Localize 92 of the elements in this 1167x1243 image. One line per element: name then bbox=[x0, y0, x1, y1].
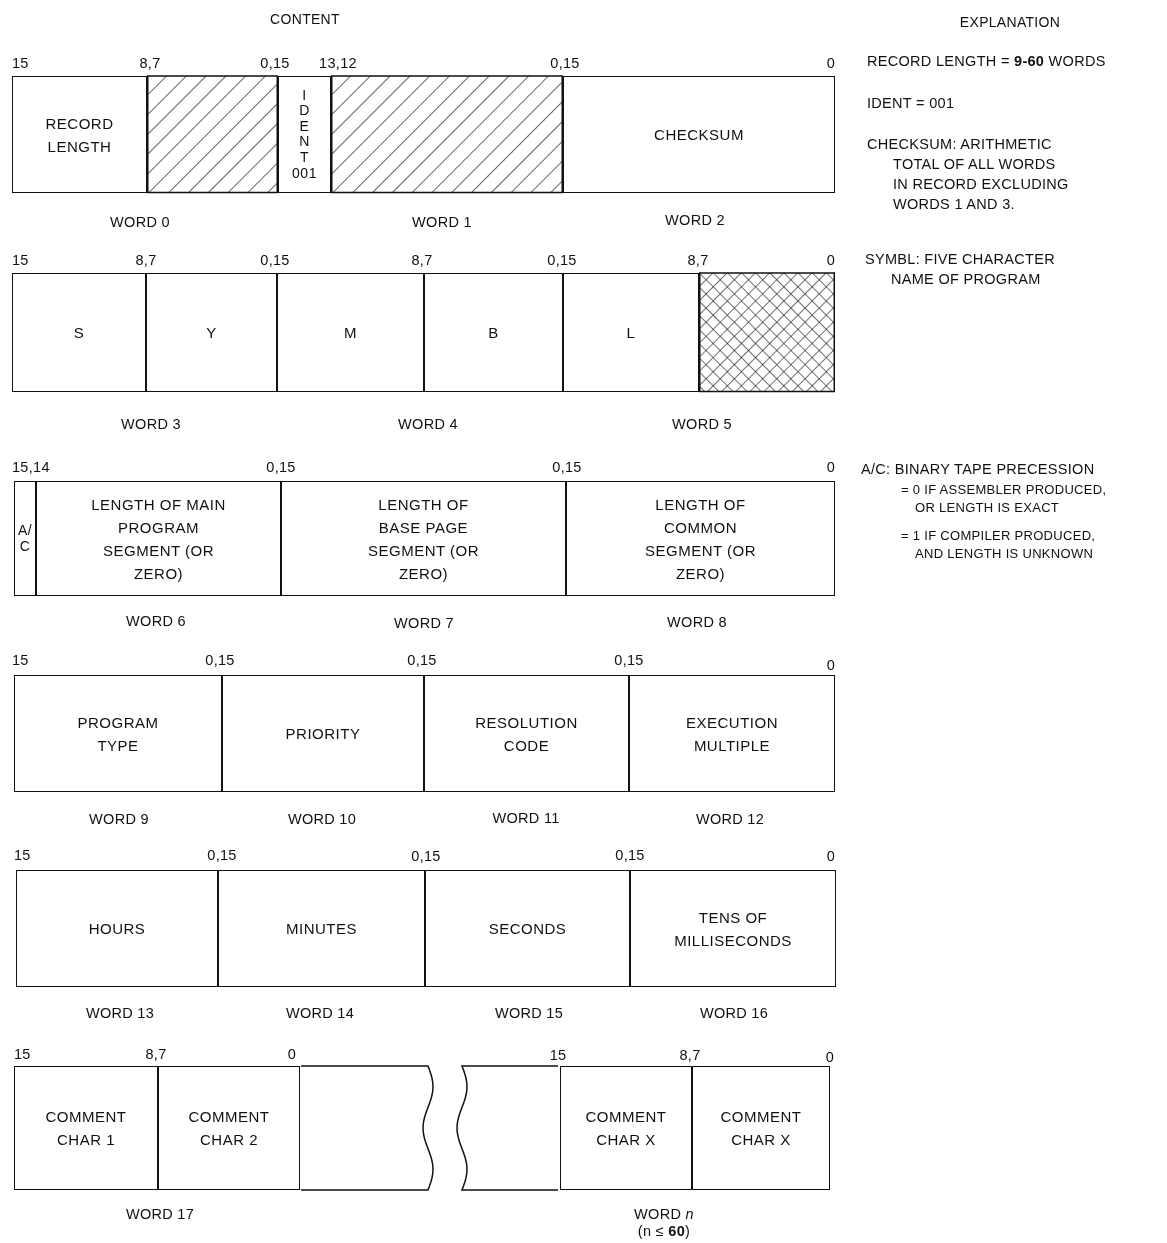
bit-position-label: 0,15 bbox=[407, 651, 437, 670]
explanation-note: SYMBL: FIVE CHARACTER NAME OF PROGRAM bbox=[865, 250, 1056, 289]
field-label: B bbox=[488, 323, 499, 343]
bit-position-label: 0 bbox=[826, 251, 835, 270]
word-number-label: WORD 9 bbox=[89, 810, 149, 829]
field-label: HOURS bbox=[88, 919, 146, 939]
field-label: SECONDS bbox=[488, 919, 567, 939]
word-number-label: WORD 11 bbox=[492, 809, 560, 828]
word-number-label: WORD 14 bbox=[285, 1004, 355, 1023]
explanation-note: RECORD LENGTH = 9-60 WORDS bbox=[867, 52, 1106, 71]
bit-position-label: 0 bbox=[826, 458, 835, 477]
word-number-label: WORD 12 bbox=[695, 810, 765, 829]
bit-position-label: 0 bbox=[826, 847, 835, 866]
bit-position-label: 0,15 bbox=[266, 458, 296, 477]
bit-position-label: 8,7 bbox=[687, 251, 709, 270]
field-label: PROGRAM TYPE bbox=[76, 712, 160, 756]
field-label: EXECUTION MULTIPLE bbox=[685, 712, 779, 756]
word-number-label: WORD 3 bbox=[121, 415, 181, 434]
explanation-note: = 0 IF ASSEMBLER PRODUCED, OR LENGTH IS EXACT bbox=[901, 481, 1108, 517]
word-number-label: WORD 13 bbox=[85, 1004, 155, 1023]
word-number-label: WORD 4 bbox=[398, 415, 458, 434]
field-label: COMMENT CHAR X bbox=[719, 1107, 803, 1150]
word-number-label: WORD 15 bbox=[494, 1004, 564, 1023]
field-label: LENGTH OF COMMON SEGMENT (OR ZERO) bbox=[643, 494, 758, 584]
word-number-label: WORD 17 bbox=[125, 1205, 195, 1224]
bit-position-label: 0,15 bbox=[260, 251, 290, 270]
bit-position-label: 15,14 bbox=[12, 458, 50, 477]
bit-position-label: 15 bbox=[14, 1045, 31, 1064]
explanation-note: = 1 IF COMPILER PRODUCED, AND LENGTH IS UNKNOWN bbox=[901, 527, 1097, 563]
bit-position-label: 0,15 bbox=[207, 846, 237, 865]
word-number-label: (n ≤ 60) bbox=[637, 1222, 691, 1241]
bit-position-label: 0,15 bbox=[552, 458, 582, 477]
bit-position-label: 15 bbox=[12, 251, 29, 270]
word-number-label: WORD 5 bbox=[672, 415, 732, 434]
column-heading: CONTENT bbox=[270, 10, 340, 29]
bit-position-label: 0,15 bbox=[615, 846, 645, 865]
torn-field bbox=[301, 1065, 435, 1191]
word-number-label: WORD 2 bbox=[665, 211, 725, 230]
bit-position-label: 8,7 bbox=[411, 251, 433, 270]
bit-position-label: 15 bbox=[549, 1046, 567, 1065]
word-number-label: WORD 7 bbox=[394, 614, 454, 633]
field-label: CHECKSUM bbox=[654, 125, 744, 145]
word-number-label: WORD 16 bbox=[699, 1004, 769, 1023]
bit-position-label: 15 bbox=[12, 651, 29, 670]
word-number-label: WORD 1 bbox=[412, 213, 472, 232]
field-label: MINUTES bbox=[286, 919, 357, 939]
bit-position-label: 0 bbox=[826, 54, 835, 73]
column-heading: EXPLANATION bbox=[959, 13, 1061, 32]
bit-position-label: 15 bbox=[12, 54, 29, 73]
bit-position-label: 8,7 bbox=[145, 1045, 167, 1064]
bit-position-label: 0,15 bbox=[205, 651, 235, 670]
word-number-label: WORD 10 bbox=[287, 810, 357, 829]
bit-position-label: 0 bbox=[826, 656, 835, 675]
torn-field bbox=[456, 1065, 558, 1191]
field-label: S bbox=[73, 323, 85, 343]
hatched-field bbox=[331, 75, 563, 194]
bit-position-label: 8,7 bbox=[135, 251, 157, 270]
bit-position-label: 0,15 bbox=[547, 251, 577, 270]
bit-position-label: 0,15 bbox=[411, 847, 441, 866]
field-label: LENGTH OF BASE PAGE SEGMENT (OR ZERO) bbox=[366, 494, 481, 584]
field-label: PRIORITY bbox=[285, 724, 361, 744]
field-label: L bbox=[626, 323, 636, 343]
bit-position-label: 15 bbox=[14, 846, 31, 865]
field-label: A/C bbox=[18, 523, 32, 554]
field-label: COMMENT CHAR 2 bbox=[187, 1107, 271, 1150]
field-label: Y bbox=[206, 323, 217, 343]
bit-position-label: 0,15 bbox=[550, 54, 580, 73]
field-label: COMMENT CHAR 1 bbox=[44, 1107, 128, 1150]
bit-position-label: 8,7 bbox=[139, 54, 161, 73]
bit-position-label: 0 bbox=[825, 1048, 834, 1067]
field-label: COMMENT CHAR X bbox=[584, 1107, 668, 1150]
explanation-note: IDENT = 001 bbox=[867, 94, 955, 113]
word-number-label: WORD 8 bbox=[667, 613, 727, 632]
bit-position-label: 0,15 bbox=[614, 651, 644, 670]
field-label: 001 bbox=[292, 164, 317, 181]
field-label: RESOLUTION CODE bbox=[474, 712, 579, 756]
bit-position-label: 0 bbox=[287, 1045, 297, 1064]
bit-position-label: 8,7 bbox=[679, 1046, 701, 1065]
hatched-field bbox=[147, 75, 278, 194]
field-label: IDENT bbox=[298, 88, 311, 165]
explanation-note: CHECKSUM: ARITHMETIC TOTAL OF ALL WORDS IN RECORD EXCLUDING WORDS 1 AND 3. bbox=[867, 135, 1070, 214]
field-label: M bbox=[344, 323, 357, 343]
explanation-note: A/C: BINARY TAPE PRECESSION bbox=[861, 460, 1095, 479]
word-number-label: WORD n bbox=[634, 1205, 694, 1224]
field-label: RECORD LENGTH bbox=[44, 113, 115, 157]
field-label: TENS OF MILLISECONDS bbox=[673, 907, 793, 951]
word-number-label: WORD 6 bbox=[126, 612, 186, 631]
crosshatched-field bbox=[699, 272, 835, 393]
bit-position-label: 0,15 bbox=[260, 54, 290, 73]
field-label: LENGTH OF MAIN PROGRAM SEGMENT (OR ZERO) bbox=[90, 494, 227, 584]
word-number-label: WORD 0 bbox=[110, 213, 170, 232]
bit-position-label: 13,12 bbox=[319, 54, 357, 73]
